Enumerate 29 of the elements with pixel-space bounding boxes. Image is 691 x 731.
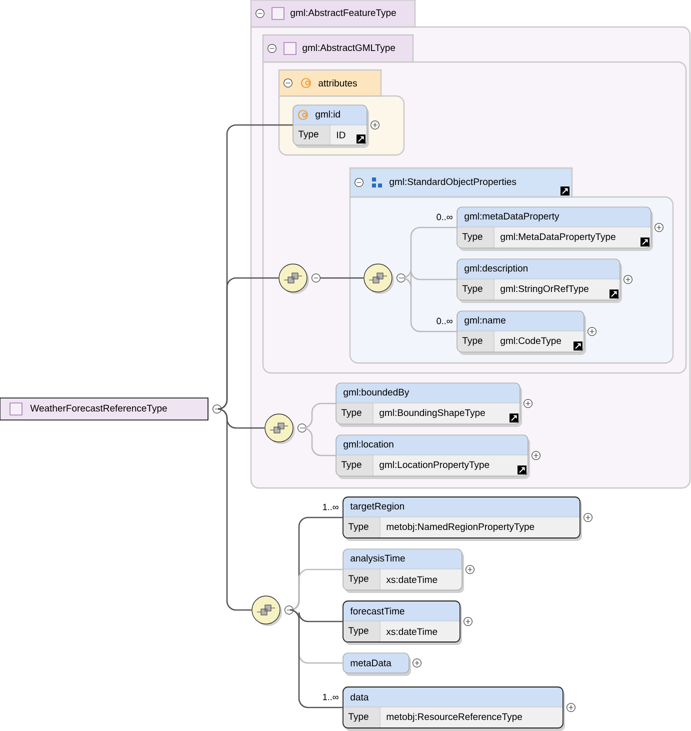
connector <box>217 408 252 611</box>
node-label: gml:AbstractGMLType <box>302 44 396 53</box>
connector <box>302 402 336 429</box>
element-box: metaData <box>342 652 411 676</box>
connector <box>289 609 343 708</box>
element-box: gml:name Type gml:CodeType <box>456 310 586 355</box>
connector <box>401 226 457 279</box>
connector <box>302 427 336 456</box>
element-box: gml:metaDataProperty Type gml:MetaDataPropertyType <box>456 206 653 251</box>
element-box: analysisTime Type xs:dateTime <box>342 548 464 593</box>
connector <box>401 277 457 332</box>
element-box: data Type metobj:ResourceReferenceType <box>342 686 565 731</box>
node-label: gml:AbstractFeatureType <box>290 9 396 18</box>
type-box: WeatherForecastReferenceType <box>0 398 208 420</box>
element-box: gml:boundedBy Type gml:BoundingShapeType <box>336 382 522 427</box>
element-box: gml:description Type gml:StringOrRefType <box>456 258 622 303</box>
element-box: gml:location Type gml:LocationPropertyType <box>336 434 530 479</box>
cardinality-label: 1..∞ <box>323 504 338 510</box>
cardinality-label: 0..∞ <box>436 214 452 220</box>
element-box: gml:id Type ID <box>292 104 369 148</box>
element-box: forecastTime Type xs:dateTime <box>342 600 462 645</box>
connector <box>320 277 364 279</box>
cardinality-label: 1..∞ <box>323 694 338 700</box>
connector <box>289 568 343 611</box>
connector <box>217 277 279 410</box>
element-box: targetRegion Type metobj:NamedRegionPropertyType <box>342 496 582 541</box>
node-label: attributes <box>318 80 357 86</box>
node-label: gml:StandardObjectProperties <box>390 178 516 187</box>
cardinality-label: 0..∞ <box>436 318 452 324</box>
